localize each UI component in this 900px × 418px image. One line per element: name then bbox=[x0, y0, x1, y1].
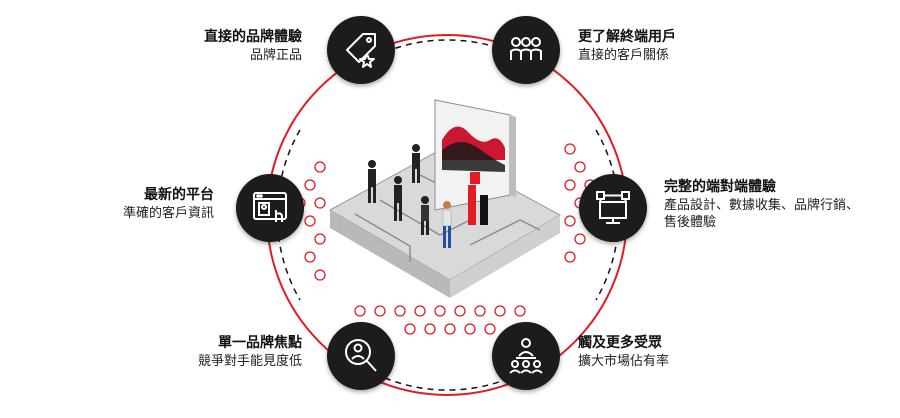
decorative-dot bbox=[444, 323, 456, 335]
decorative-dot bbox=[574, 233, 586, 245]
label-platform: 最新的平台 準確的客戶資訊 bbox=[123, 186, 214, 222]
dashed-ring-bottom bbox=[384, 377, 511, 391]
decorative-dot bbox=[564, 143, 576, 155]
label-reach: 觸及更多受眾 擴大市場佔有率 bbox=[578, 334, 669, 370]
label-platform-subtitle: 準確的客戶資訊 bbox=[122, 205, 214, 221]
label-focus: 單一品牌焦點 競爭對手能見度低 bbox=[198, 334, 302, 370]
label-e2e-subtitle: 產品設計、數據收集、品牌行銷、售後體驗 bbox=[664, 197, 860, 231]
decorative-dot bbox=[314, 233, 326, 245]
decorative-dot bbox=[484, 323, 496, 335]
label-customer-subtitle: 直接的客戶關係 bbox=[578, 47, 670, 63]
label-focus-title: 單一品牌焦點 bbox=[218, 335, 302, 351]
label-e2e-title: 完整的端對端體驗 bbox=[664, 179, 776, 195]
decorative-dot bbox=[454, 305, 466, 317]
decorative-dot bbox=[564, 251, 576, 263]
decorative-dot bbox=[494, 305, 506, 317]
tag-star-icon bbox=[327, 16, 395, 84]
decorative-dot bbox=[414, 305, 426, 317]
decorative-dot bbox=[564, 179, 576, 191]
platform-illustration bbox=[328, 99, 562, 298]
label-brand: 直接的品牌體驗 品牌正品 bbox=[204, 28, 302, 64]
label-brand-subtitle: 品牌正品 bbox=[249, 47, 302, 63]
presenter-audience-icon bbox=[492, 322, 560, 390]
label-focus-subtitle: 競爭對手能見度低 bbox=[197, 353, 302, 369]
decorative-dot bbox=[304, 251, 316, 263]
label-brand-title: 直接的品牌體驗 bbox=[204, 29, 302, 45]
decorative-dot bbox=[314, 269, 326, 281]
people-group-icon bbox=[492, 16, 560, 84]
decorative-dot bbox=[314, 161, 326, 173]
decorative-dot bbox=[434, 305, 446, 317]
label-reach-title: 觸及更多受眾 bbox=[578, 335, 662, 351]
decorative-dot bbox=[354, 305, 366, 317]
web-profile-icon bbox=[236, 174, 304, 242]
decorative-dot bbox=[564, 215, 576, 227]
decorative-dot bbox=[314, 197, 326, 209]
label-reach-subtitle: 擴大市場佔有率 bbox=[578, 353, 670, 369]
magnifier-person-icon bbox=[327, 322, 395, 390]
decorative-dot bbox=[394, 305, 406, 317]
decorative-dot bbox=[304, 179, 316, 191]
decorative-dot bbox=[474, 305, 486, 317]
label-e2e: 完整的端對端體驗 產品設計、數據收集、品牌行銷、售後體驗 bbox=[664, 178, 864, 232]
decorative-dot bbox=[574, 161, 586, 173]
decorative-dot bbox=[514, 305, 526, 317]
network-monitor-icon bbox=[579, 174, 647, 242]
label-customer: 更了解終端用戶 直接的客戶關係 bbox=[578, 28, 676, 64]
decorative-dot bbox=[304, 215, 316, 227]
decorative-dot bbox=[404, 323, 416, 335]
label-platform-title: 最新的平台 bbox=[144, 187, 214, 203]
decorative-dot bbox=[374, 305, 386, 317]
decorative-dot bbox=[464, 323, 476, 335]
decorative-dot bbox=[424, 323, 436, 335]
label-customer-title: 更了解終端用戶 bbox=[578, 29, 676, 45]
